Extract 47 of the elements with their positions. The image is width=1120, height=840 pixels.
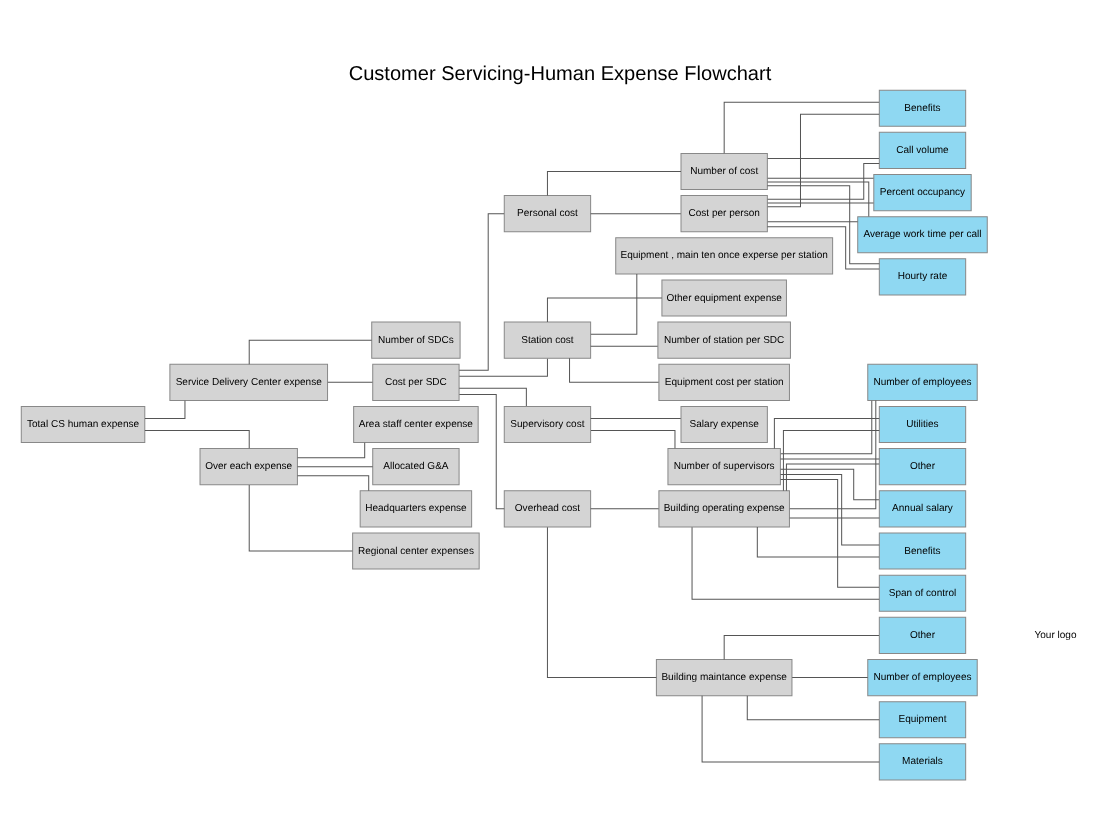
connector	[756, 526, 880, 558]
connector	[590, 213, 682, 215]
connector	[297, 442, 366, 459]
connector	[767, 181, 870, 218]
connector	[590, 345, 659, 347]
connector	[773, 418, 880, 449]
connector	[546, 526, 657, 679]
connector	[780, 473, 880, 546]
connector	[780, 479, 880, 588]
connector	[767, 177, 874, 179]
connector	[590, 430, 676, 449]
connector	[767, 202, 874, 204]
connector	[144, 430, 250, 449]
connector	[691, 526, 880, 600]
connector	[789, 517, 880, 519]
connector	[458, 358, 548, 377]
connector	[458, 387, 527, 407]
connector	[458, 393, 505, 510]
diagram-title: Customer Servicing-Human Expense Flowchart	[348, 64, 772, 87]
connector	[780, 400, 873, 455]
connector	[590, 508, 660, 510]
connector	[785, 463, 880, 492]
connector	[546, 297, 663, 323]
connector	[782, 430, 880, 492]
connector	[767, 221, 859, 223]
connector	[248, 484, 353, 552]
connector	[746, 695, 880, 721]
connector	[327, 381, 373, 383]
connector	[780, 468, 880, 501]
connector	[766, 226, 880, 270]
connector	[791, 677, 869, 679]
connector	[789, 399, 877, 510]
connector	[767, 162, 880, 200]
connector	[723, 634, 880, 660]
connector	[766, 185, 880, 265]
connector	[723, 101, 880, 154]
connector	[767, 157, 880, 159]
connector	[458, 213, 505, 371]
connector	[297, 475, 370, 492]
connector	[780, 458, 880, 460]
connector	[297, 466, 374, 468]
connector	[767, 113, 880, 208]
connector	[590, 418, 682, 419]
connector	[569, 357, 660, 383]
connector	[144, 400, 186, 419]
connector	[590, 273, 638, 335]
connector	[701, 695, 880, 763]
